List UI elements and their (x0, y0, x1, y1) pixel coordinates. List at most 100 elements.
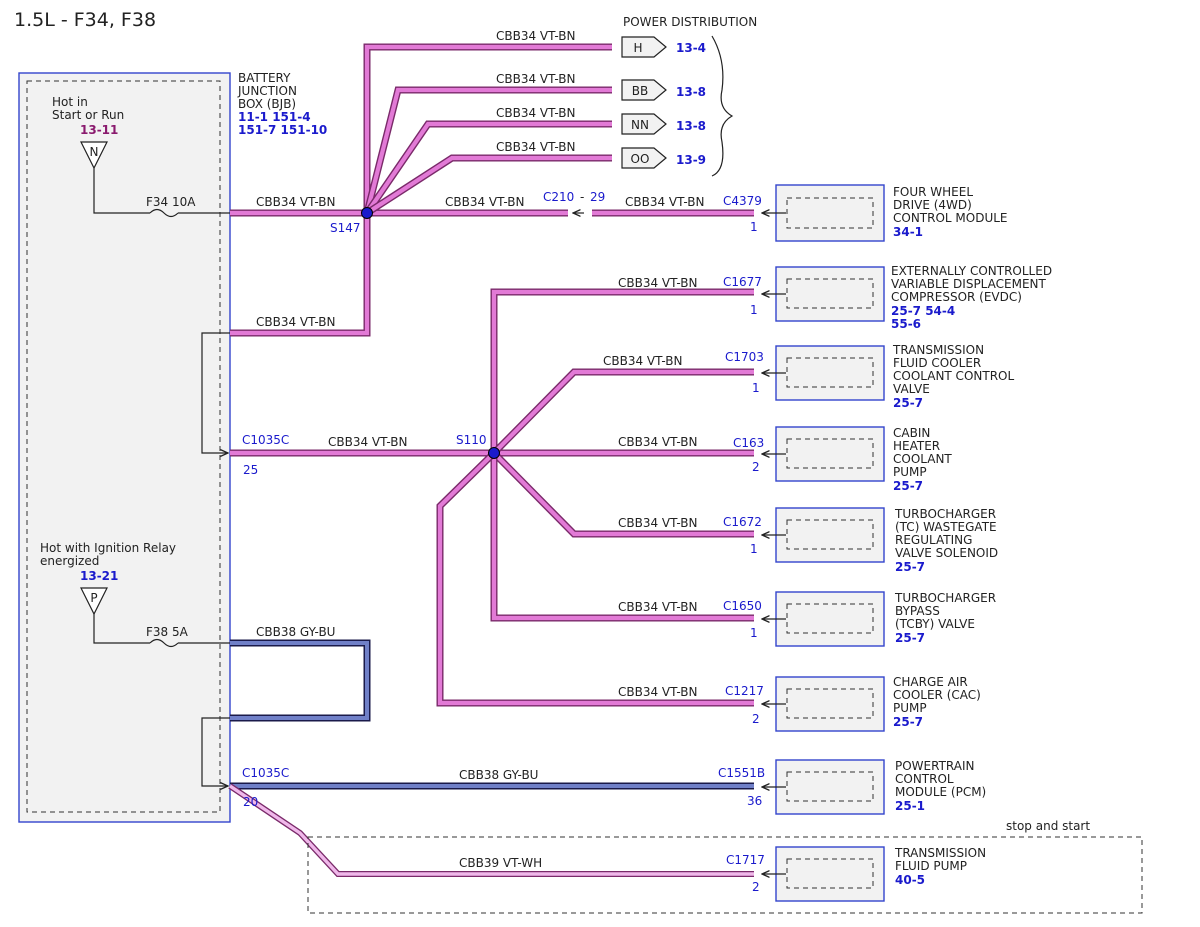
bjb-connector-c1035c-bottom[interactable]: C1035C (242, 766, 289, 780)
fuse-f38-label: F38 5A (146, 625, 189, 639)
power-dist-ref-h[interactable]: 13-4 (676, 41, 706, 55)
module-trans-cooler-ref[interactable]: 25-7 (893, 396, 923, 410)
bjb-name-1: BATTERY (238, 71, 291, 85)
hot-in-ref[interactable]: 13-11 (80, 123, 118, 137)
connector-c1677[interactable]: C1677 (723, 275, 762, 289)
module-evdc-name-3: COMPRESSOR (EVDC) (891, 290, 1022, 304)
connector-c163[interactable]: C163 (733, 436, 764, 450)
connector-c1703[interactable]: C1703 (725, 350, 764, 364)
bjb-jumper-upper (201, 332, 230, 453)
power-dist-tag-nn[interactable]: NN (621, 113, 667, 135)
connector-c4379-pin: 1 (750, 220, 758, 234)
module-evdc[interactable] (762, 266, 885, 322)
wire-label-cbb34-cac: CBB34 VT-BN (618, 685, 697, 699)
power-dist-ref-oo[interactable]: 13-9 (676, 153, 706, 167)
module-tc-wastegate-name-1: TURBOCHARGER (894, 507, 996, 521)
bjb-jumper-lower (201, 717, 230, 786)
f34-feed-wire (93, 168, 150, 214)
hot-ign-ref[interactable]: 13-21 (80, 569, 118, 583)
c210-dash: - (580, 190, 584, 204)
module-cabin-heater-ref[interactable]: 25-7 (893, 479, 923, 493)
module-4wd-name-3: CONTROL MODULE (893, 211, 1008, 225)
module-4wd[interactable] (762, 184, 885, 242)
module-tc-wastegate-ref[interactable]: 25-7 (895, 560, 925, 574)
stop-start-region (307, 836, 1143, 914)
wire-label-cbb34-oo: CBB34 VT-BN (496, 140, 575, 154)
power-source-p-icon (80, 587, 108, 616)
module-cabin-heater-pump[interactable] (762, 426, 885, 482)
bjb-name-3: BOX (BJB) (238, 97, 296, 111)
wire-label-cbb34-4wd: CBB34 VT-BN (625, 195, 704, 209)
module-trans-fluid-pump[interactable] (762, 846, 885, 902)
power-dist-ref-nn[interactable]: 13-8 (676, 119, 706, 133)
power-dist-tag-oo[interactable]: OO (621, 147, 667, 169)
connector-c1672[interactable]: C1672 (723, 515, 762, 529)
hot-in-label-1: Hot in (52, 95, 88, 109)
wire-label-cbb34-nn: CBB34 VT-BN (496, 106, 575, 120)
module-pcm-name-1: POWERTRAIN (895, 759, 975, 773)
splice-s110[interactable] (488, 447, 500, 459)
module-cac-name-2: COOLER (CAC) (893, 688, 981, 702)
wire-label-cbb39: CBB39 VT-WH (459, 856, 542, 870)
module-pcm[interactable] (762, 759, 885, 815)
module-trans-cooler-name-3: COOLANT CONTROL (893, 369, 1014, 383)
wire-label-cbb38-bjb: CBB38 GY-BU (256, 625, 335, 639)
wire-label-cbb34-tfc: CBB34 VT-BN (603, 354, 682, 368)
module-trans-pump-name-2: FLUID PUMP (895, 859, 967, 873)
module-evdc-ref-2[interactable]: 55-6 (891, 317, 921, 331)
module-pcm-name-2: CONTROL (895, 772, 954, 786)
bjb-refs-1[interactable]: 11-1 151-4 (238, 110, 311, 124)
wire-vt-bn-upper (230, 43, 754, 337)
module-trans-pump-ref[interactable]: 40-5 (895, 873, 925, 887)
module-trans-pump-name-1: TRANSMISSION (894, 846, 986, 860)
connector-c1677-pin: 1 (750, 303, 758, 317)
module-4wd-ref[interactable]: 34-1 (893, 225, 923, 239)
fuse-f34-icon (149, 208, 179, 218)
wire-vt-wh (228, 783, 754, 877)
module-cabin-heater-name-4: PUMP (893, 465, 927, 479)
connector-c1650[interactable]: C1650 (723, 599, 762, 613)
wire-label-cbb38-pcm: CBB38 GY-BU (459, 768, 538, 782)
connector-c1551b-pin: 36 (747, 794, 762, 808)
module-tc-wastegate-name-4: VALVE SOLENOID (895, 546, 998, 560)
module-tc-wastegate-name-2: (TC) WASTEGATE (895, 520, 997, 534)
connector-c1551b[interactable]: C1551B (718, 766, 765, 780)
module-pcm-name-3: MODULE (PCM) (895, 785, 986, 799)
bjb-name-2: JUNCTION (237, 84, 297, 98)
power-dist-tag-h[interactable]: H (621, 36, 667, 58)
wire-label-cbb34-c210: CBB34 VT-BN (445, 195, 524, 209)
module-cabin-heater-name-1: CABIN (893, 426, 930, 440)
power-dist-tag-bb[interactable]: BB (621, 79, 667, 101)
wire-label-cbb34-heater: CBB34 VT-BN (618, 435, 697, 449)
module-tcby-name-2: BYPASS (895, 604, 940, 618)
power-dist-bracket-icon (711, 35, 734, 177)
module-evdc-ref-1[interactable]: 25-7 54-4 (891, 304, 955, 318)
connector-c4379[interactable]: C4379 (723, 194, 762, 208)
power-dist-tag-nn-text: NN (631, 118, 649, 132)
c210-pin[interactable]: 29 (590, 190, 605, 204)
module-tcby-ref[interactable]: 25-7 (895, 631, 925, 645)
module-tcby-valve[interactable] (762, 591, 885, 647)
connector-c1703-pin: 1 (752, 381, 760, 395)
module-pcm-ref[interactable]: 25-1 (895, 799, 925, 813)
c210-connector[interactable]: C210 (543, 190, 574, 204)
bjb-connector-c1035c-top[interactable]: C1035C (242, 433, 289, 447)
connector-c1217[interactable]: C1217 (725, 684, 764, 698)
module-trans-cooler-valve[interactable] (762, 345, 885, 401)
fuse-f38-icon (149, 638, 179, 648)
module-tc-wastegate[interactable] (762, 507, 885, 563)
splice-s110-label: S110 (456, 433, 487, 447)
module-evdc-name-1: EXTERNALLY CONTROLLED (891, 264, 1052, 278)
module-cac-ref[interactable]: 25-7 (893, 715, 923, 729)
hot-in-label-2: Start or Run (52, 108, 124, 122)
bjb-refs-2[interactable]: 151-7 151-10 (238, 123, 327, 137)
module-4wd-name-2: DRIVE (4WD) (893, 198, 972, 212)
module-trans-cooler-name-1: TRANSMISSION (892, 343, 984, 357)
module-cac-pump[interactable] (762, 676, 885, 732)
splice-s147[interactable] (361, 207, 373, 219)
power-source-p-letter: P (90, 591, 97, 605)
connector-c1217-pin: 2 (752, 712, 760, 726)
power-dist-ref-bb[interactable]: 13-8 (676, 85, 706, 99)
connector-c1717[interactable]: C1717 (726, 853, 765, 867)
